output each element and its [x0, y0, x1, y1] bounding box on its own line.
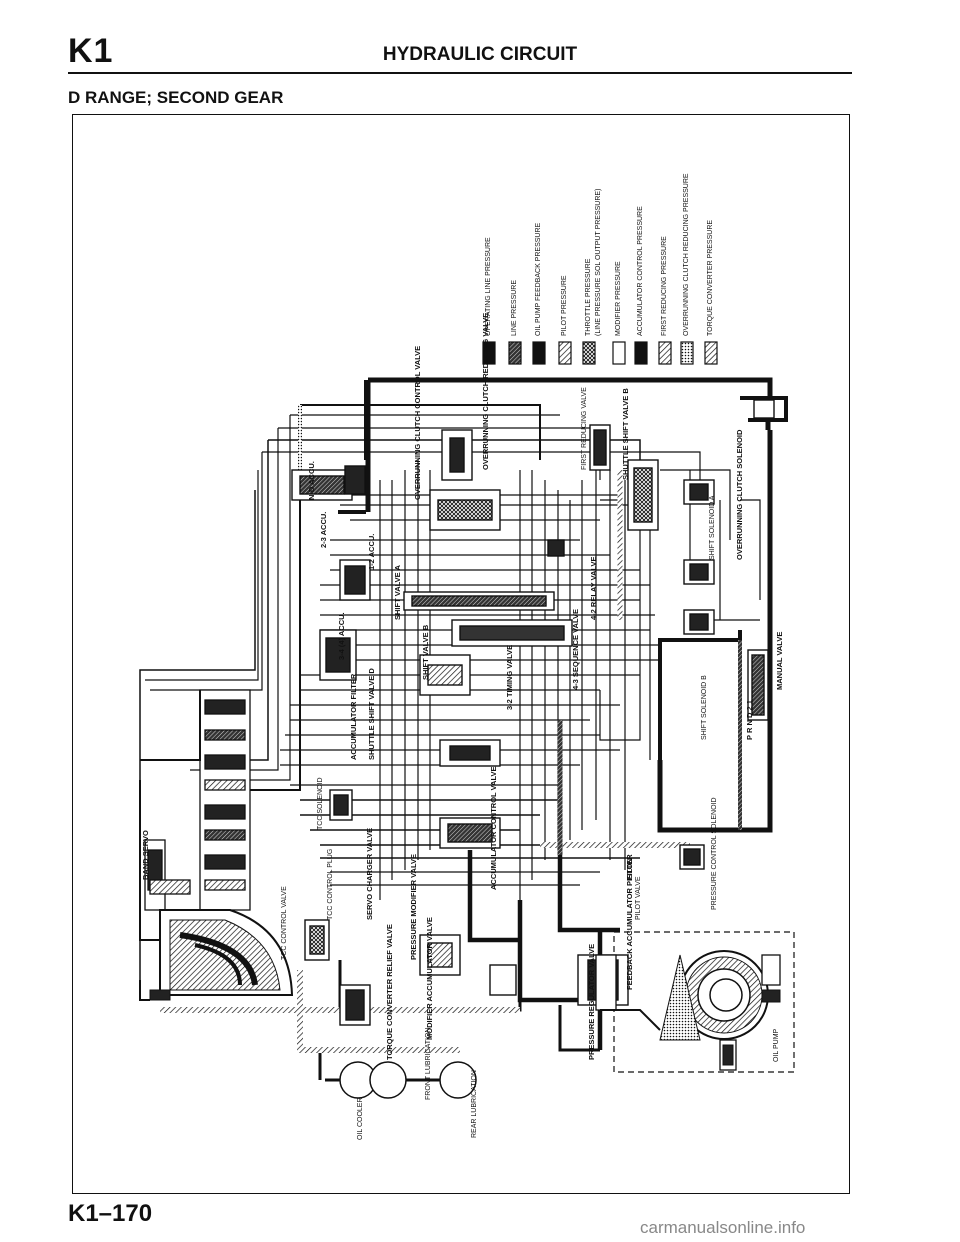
label-torque-converter-relief-valve: TORQUE CONVERTER RELIEF VALVE	[385, 924, 394, 1060]
label-front-lubrication: FRONT LUBRICATION	[425, 1028, 432, 1100]
legend-label: OVERRUNNING CLUTCH REDUCING PRESSURE	[683, 173, 690, 336]
legend-swatch	[704, 341, 718, 365]
legend-label: OPERATING LINE PRESSURE	[485, 237, 492, 336]
label-accumulator-filter: ACCUMULATOR FILTER	[349, 673, 358, 760]
label-3-2-timing-valve: 3-2 TIMING VALVE	[505, 645, 514, 710]
page-title: HYDRAULIC CIRCUIT	[382, 44, 578, 65]
label-rear-lubrication: REAR LUBRICATION	[471, 1070, 478, 1138]
label-oil-pump: OIL PUMP	[773, 1028, 780, 1062]
legend-label: PILOT PRESSURE	[561, 275, 568, 336]
legend-swatch	[532, 341, 546, 365]
legend-label: TORQUE CONVERTER PRESSURE	[707, 220, 714, 336]
label-filter: FILTER	[625, 854, 634, 880]
label-shift-valve-b: SHIFT VALVE B	[421, 624, 430, 680]
label-1-2-accu: 1-2 ACCU.	[367, 534, 376, 570]
label-3-4-accu: 3-4 (4) ACCU.	[337, 612, 346, 660]
label-pressure-regulator-valve: PRESSURE REGULATOR VALVE	[587, 944, 596, 1060]
label-servo-charger-valve: SERVO CHARGER VALVE	[365, 828, 374, 920]
header-rule	[68, 72, 852, 74]
label-shuttle-shift-valve-d: SHUTTLE SHIFT VALVE D	[367, 668, 376, 760]
label-accumulator-control-valve: ACCUMULATOR CONTROL VALVE	[489, 767, 498, 890]
legend-swatch	[582, 341, 596, 365]
label-tcc-solenoid: TCC SOLENOID	[317, 777, 324, 830]
component-labels: BAND SERVO N-D ACCU. 2-3 ACCU. 1-2 ACCU.…	[141, 313, 784, 1140]
page-number: K1–170	[68, 1200, 153, 1227]
legend-swatch	[558, 341, 572, 365]
legend-label: FIRST REDUCING PRESSURE	[661, 236, 668, 336]
label-overrunning-clutch-solenoid: OVERRUNNING CLUTCH SOLENOID	[735, 429, 744, 560]
legend-swatch	[658, 341, 672, 365]
label-pressure-modifier-valve: PRESSURE MODIFIER VALVE	[409, 854, 418, 960]
label-2-3-accu: 2-3 ACCU.	[319, 512, 328, 548]
legend-swatch	[634, 341, 648, 365]
label-manual-valve: MANUAL VALVE	[775, 632, 784, 690]
label-pilot-valve: PILOT VALVE	[635, 876, 642, 920]
label-band-servo: BAND SERVO	[141, 830, 150, 880]
label-tcc-control-plug: TCC CONTROL PLUG	[327, 849, 334, 920]
watermark: carmanualsonline.info	[640, 1218, 806, 1237]
label-first-reducing-valve: FIRST REDUCING VALVE	[581, 387, 588, 470]
torque-converter	[149, 909, 294, 1001]
oil-pump	[595, 931, 795, 1073]
legend-label: (LINE PRESSURE SOL OUTPUT PRESSURE)	[595, 189, 602, 336]
label-overrunning-clutch-control-valve: OVERRUNNING CLUTCH CONTROL VALVE	[413, 346, 422, 500]
legend-swatch	[482, 341, 496, 365]
diagram-frame	[72, 114, 850, 1194]
label-overrunning-clutch-reducing-valve: OVERRUNNING CLUTCH REDUCING VALVE	[481, 313, 490, 470]
legend-label: MODIFIER PRESSURE	[615, 261, 622, 336]
legend-label: ACCUMULATOR CONTROL PRESSURE	[637, 206, 644, 336]
label-shuttle-shift-valve-b: SHUTTLE SHIFT VALVE B	[621, 388, 630, 480]
legend-label: OIL PUMP FEEDBACK PRESSURE	[535, 222, 542, 336]
label-n-d-accu: N-D ACCU.	[307, 461, 316, 500]
legend-label: THROTTLE PRESSURE	[585, 258, 592, 336]
label-feedback-accumulator-piston: FEEDBACK ACCUMULATOR PISTON	[625, 858, 634, 990]
label-prnd21: P R N D 2 1	[745, 700, 754, 740]
label-shift-valve-a: SHIFT VALVE A	[393, 565, 402, 620]
label-4-2-relay-valve: 4-2 RELAY VALVE	[589, 557, 598, 621]
label-oil-cooler: OIL COOLER	[357, 1097, 364, 1140]
label-shift-solenoid-a: SHIFT SOLENOID A	[709, 495, 716, 560]
label-modifier-accumulator-valve: MODIFIER ACCUMULATOR VALVE	[425, 917, 434, 1040]
legend-swatch	[612, 341, 626, 365]
legend-swatch	[680, 341, 694, 365]
legend-swatch	[508, 341, 522, 365]
label-shift-solenoid-b: SHIFT SOLENOID B	[701, 675, 708, 740]
section-code: K1	[68, 32, 114, 70]
pressure-legend: OPERATING LINE PRESSURE LINE PRESSURE OIL …	[482, 173, 718, 365]
legend-label: LINE PRESSURE	[511, 280, 518, 336]
label-tcc-control-valve: TCC CONTROL VALVE	[281, 886, 288, 960]
label-pressure-control-solenoid: PRESSURE CONTROL SOLENOID	[711, 797, 718, 910]
page-subtitle: D RANGE; SECOND GEAR	[68, 88, 284, 107]
lubrication-circles	[325, 1061, 477, 1099]
label-4-3-sequence-valve: 4-3 SEQUENCE VALVE	[571, 609, 580, 690]
